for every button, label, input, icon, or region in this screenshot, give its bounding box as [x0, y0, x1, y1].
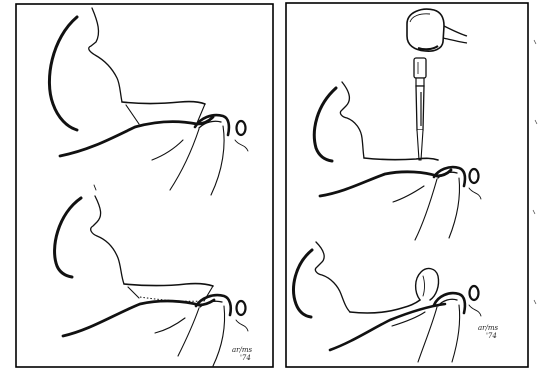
osteotome-blade	[417, 130, 423, 160]
ramus-line	[170, 129, 199, 190]
coronoid-line	[152, 140, 183, 160]
nasal-outline	[89, 8, 122, 102]
ramus-line	[452, 305, 460, 362]
orbit-outline	[314, 88, 336, 161]
mandible-line	[60, 117, 213, 156]
osteotome-collar	[416, 78, 424, 86]
ramus-line	[211, 126, 224, 195]
right-panel	[286, 3, 537, 367]
ramus-line	[178, 308, 199, 356]
orbit-outline	[294, 250, 312, 317]
orbit-outline	[49, 17, 77, 130]
maxilla-line	[364, 158, 438, 160]
mallet-icon	[407, 9, 467, 51]
scan-scratch	[533, 40, 537, 304]
condyle	[434, 293, 465, 313]
condyle-inner	[200, 301, 222, 307]
ramus-line	[449, 178, 460, 238]
mandible-line	[63, 300, 214, 336]
left-panel-frame	[16, 4, 273, 367]
ramus-line	[418, 307, 437, 362]
right-upper-scene	[314, 82, 481, 240]
maxilla-line	[122, 102, 205, 104]
mallet-head	[407, 9, 444, 51]
right-lower-scene	[294, 242, 481, 362]
nasal-outline	[340, 82, 364, 158]
mallet-handle	[444, 26, 467, 36]
mastoid-squiggle	[469, 188, 481, 199]
ear-canal	[237, 301, 246, 315]
signature: ar/ms '74	[232, 346, 252, 362]
signature-year: '74	[232, 354, 252, 362]
left-upper-scene	[49, 8, 248, 195]
cut-line	[126, 105, 139, 124]
osteotome-icon	[414, 58, 426, 160]
ramus-line	[415, 179, 437, 240]
signature-initials: ar/ms	[478, 324, 498, 332]
osteotome-shaft	[416, 86, 424, 130]
nasal-outline	[91, 196, 124, 284]
signature: ar/ms '74	[478, 324, 498, 340]
mallet-handle	[443, 38, 467, 43]
left-panel	[16, 4, 273, 367]
mastoid-squiggle	[235, 140, 248, 151]
signature-initials: ar/ms	[232, 346, 252, 354]
maxilla-line	[124, 284, 213, 286]
mandible-line	[320, 170, 451, 196]
mastoid-squiggle	[236, 320, 248, 331]
coronoid-line	[155, 318, 185, 333]
cut-line	[128, 287, 139, 298]
left-lower-scene	[55, 185, 248, 366]
condyle-inner	[438, 172, 457, 178]
orbit-outline	[55, 198, 81, 277]
osteotome-cap	[414, 58, 426, 78]
coronoid-line	[393, 186, 424, 202]
maxilla-line	[350, 300, 420, 313]
mastoid-squiggle	[469, 305, 481, 316]
segment-shade	[423, 276, 425, 296]
ear-canal	[470, 286, 479, 300]
displaced-segment	[416, 269, 439, 300]
ear-canal	[237, 121, 246, 135]
ear-canal	[470, 169, 479, 183]
nasion-mark	[94, 185, 96, 190]
ramus-line	[213, 306, 225, 366]
signature-year: '74	[478, 332, 498, 340]
nasal-outline	[315, 242, 350, 312]
